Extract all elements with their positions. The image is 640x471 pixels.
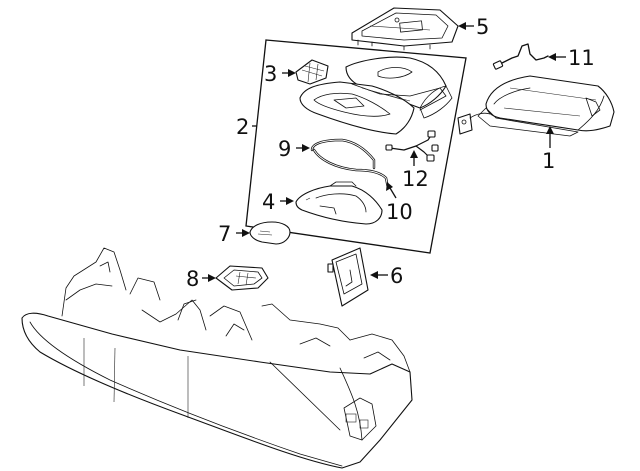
callout-label-2: 2 [236,115,249,139]
part-3-switch-panel[interactable] [295,59,329,85]
callout-label-7: 7 [218,222,231,246]
callout-label-10: 10 [386,200,413,224]
callout-label-12: 12 [402,167,429,191]
callout-8: 8 [186,267,216,291]
callout-label-3: 3 [264,62,277,86]
part-9-seal-strip[interactable] [310,138,390,190]
callout-1: 1 [542,126,555,173]
part-8-storage-tray[interactable] [215,265,269,291]
callout-3: 3 [264,62,296,86]
callout-label-8: 8 [186,267,199,291]
callout-label-6: 6 [390,264,403,288]
callout-label-9: 9 [278,137,291,161]
callout-10: 10 [386,182,413,224]
callout-9: 9 [278,137,310,161]
callout-5: 5 [458,15,489,39]
part-6-side-bracket[interactable] [327,247,369,307]
callout-label-4: 4 [262,190,275,214]
callout-label-1: 1 [542,149,555,173]
callout-11: 11 [548,46,595,70]
callout-7: 7 [218,222,250,246]
callout-4: 4 [262,190,294,214]
part-2-console-top-trim[interactable] [299,56,453,135]
callout-6: 6 [370,264,403,288]
part-5-shifter-trim-panel[interactable] [351,7,459,51]
callout-12: 12 [402,150,429,191]
callout-2: 2 [236,115,257,139]
part-1-armrest-lid[interactable] [457,75,615,137]
part-11-wire-harness[interactable] [492,43,549,70]
console-body[interactable] [21,247,413,469]
part-7-mat-insert[interactable] [249,221,291,245]
part-12-lighting-harness[interactable] [385,130,439,162]
callout-label-5: 5 [476,15,489,39]
part-4-lower-trim-bezel[interactable] [295,181,383,225]
callout-label-11: 11 [568,46,595,70]
